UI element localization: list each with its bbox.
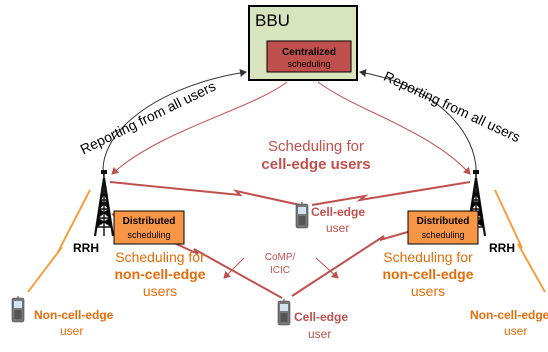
reporting-arrow-left bbox=[102, 68, 247, 179]
distributed-scheduling-label-left: scheduling bbox=[127, 230, 170, 240]
central-scheduling-label: Scheduling for bbox=[268, 138, 364, 155]
non-cell-edge-right-label: Non-cell-edge bbox=[470, 308, 548, 322]
reporting-arrow-right bbox=[359, 69, 477, 179]
cell-edge-bottom-phone-icon bbox=[277, 298, 291, 326]
rrh-tower-left-icon bbox=[93, 168, 115, 238]
reporting-label-left: Reporting from all users bbox=[78, 78, 219, 158]
right-scheduling-label: Scheduling for bbox=[383, 249, 473, 265]
link-right-to-noncelledge bbox=[494, 189, 546, 293]
cell-edge-top-user-label: user bbox=[326, 221, 349, 235]
link-right-to-celledge-top bbox=[311, 181, 471, 206]
left-scheduling-users: users bbox=[143, 283, 177, 299]
cell-edge-bottom-user-label: user bbox=[308, 327, 331, 341]
comp-label: CoMP/ bbox=[265, 252, 296, 263]
non-cell-edge-right-user-label: user bbox=[504, 324, 527, 338]
centralized-scheduling-label: scheduling bbox=[287, 59, 330, 69]
comp-arrow-left bbox=[223, 257, 245, 279]
reporting-label-right: Reporting from all users bbox=[381, 68, 522, 145]
cell-edge-top-label: Cell-edge bbox=[311, 205, 365, 219]
scheduling-arrow-right bbox=[317, 81, 471, 175]
bbu-title: BBU bbox=[255, 11, 290, 30]
cell-edge-top-phone-icon bbox=[295, 201, 309, 229]
distributed-label-right: Distributed bbox=[417, 216, 470, 227]
link-left-to-celledge-top bbox=[109, 181, 301, 206]
distributed-scheduling-label-right: scheduling bbox=[421, 230, 464, 240]
right-scheduling-target: non-cell-edge bbox=[382, 266, 473, 282]
icic-label: ICIC bbox=[270, 265, 290, 276]
central-scheduling-target: cell-edge users bbox=[261, 156, 370, 173]
non-cell-edge-left-user-label: user bbox=[60, 324, 83, 338]
right-scheduling-users: users bbox=[411, 283, 445, 299]
distributed-label-left: Distributed bbox=[123, 216, 176, 227]
comp-arrow-right bbox=[315, 257, 339, 279]
left-scheduling-label: Scheduling for bbox=[115, 249, 205, 265]
centralized-label: Centralized bbox=[282, 47, 336, 58]
centralized-scheduling-box bbox=[266, 40, 352, 73]
scheduling-arrow-left bbox=[111, 81, 288, 175]
rrh-label-left: RRH bbox=[73, 241, 99, 255]
distributed-scheduling-box-right: Distributed scheduling bbox=[407, 210, 479, 245]
cell-edge-bottom-label: Cell-edge bbox=[294, 310, 348, 324]
bbu-box: BBU Centralized scheduling bbox=[248, 5, 358, 81]
distributed-scheduling-box-left: Distributed scheduling bbox=[113, 210, 185, 245]
non-cell-edge-left-phone-icon bbox=[11, 295, 25, 323]
non-cell-edge-left-label: Non-cell-edge bbox=[34, 308, 114, 322]
link-left-to-noncelledge bbox=[27, 189, 91, 293]
rrh-label-right: RRH bbox=[489, 241, 515, 255]
left-scheduling-target: non-cell-edge bbox=[114, 266, 205, 282]
